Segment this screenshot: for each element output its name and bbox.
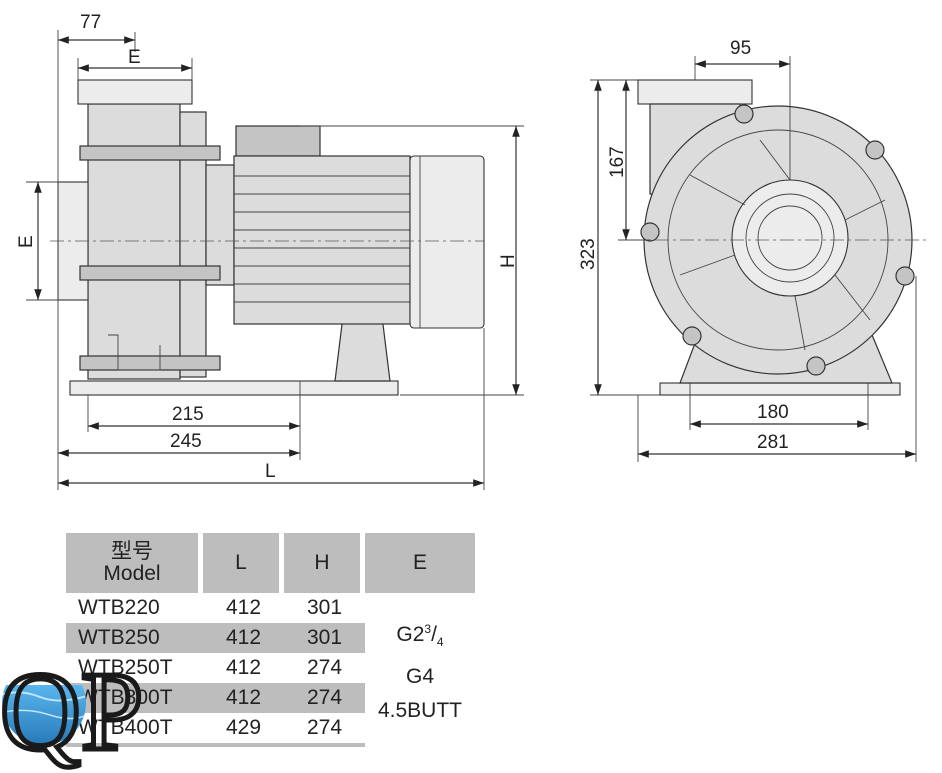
table-header-row: 型号 Model L H E [66, 533, 475, 593]
table-row: WTB250 412 301 [66, 623, 475, 653]
cooling-fins [234, 175, 410, 303]
table-row: WTB250T 412 274 [66, 653, 475, 683]
cell-H: 301 [284, 623, 365, 653]
header-model-en: Model [103, 562, 161, 585]
header-L: L [203, 533, 284, 593]
spec-table: 型号 Model L H E WTB220 412 301 G23/4 G4 4… [66, 533, 475, 747]
e-value-first: G23/4 [396, 622, 444, 650]
bolts [79, 145, 221, 371]
inlet-flange-top [77, 79, 193, 105]
cell-H: 301 [306, 596, 343, 619]
dim-L-label: L [265, 461, 276, 482]
cell-H: 274 [284, 713, 365, 747]
dim-245-label: 245 [170, 431, 202, 452]
header-model-cn: 型号 [111, 540, 153, 563]
dim-95-label: 95 [730, 38, 751, 59]
cell-L: 412 [203, 623, 284, 653]
cell-H: 274 [306, 656, 343, 679]
cell-model: WTB400T [66, 713, 203, 747]
cell-model: WTB220 [78, 596, 160, 619]
logo-text: QP [0, 655, 143, 773]
cell-model: WTB300T [66, 683, 203, 713]
dim-167-label: 167 [607, 146, 628, 178]
front-base-plate [659, 382, 901, 396]
dim-E-left-label: E [16, 235, 37, 248]
base-plate [69, 380, 399, 396]
cell-model: WTB250 [66, 623, 203, 653]
front-view: 95 167 323 180 281 [578, 38, 930, 462]
table-row: WTB300T 412 274 [66, 683, 475, 713]
cell-H: 274 [284, 683, 365, 713]
dim-77-label: 77 [80, 12, 101, 33]
front-outlet-flange [637, 79, 753, 105]
header-E: E [365, 533, 475, 593]
cell-L: 429 [203, 713, 284, 747]
dim-323-label: 323 [578, 238, 599, 270]
cell-L: 412 [225, 596, 262, 619]
dim-E-top-label: E [128, 47, 141, 68]
e-value-third: 4.5BUTT [377, 698, 463, 722]
table-row: WTB220 412 301 G23/4 G4 4.5BUTT [66, 593, 475, 722]
pump-housing [87, 103, 181, 380]
cell-L: 412 [225, 656, 262, 679]
suction-port-outer [731, 179, 849, 297]
cell-E-values: G23/4 G4 4.5BUTT [365, 593, 475, 747]
table-row: WTB400T 429 274 [66, 713, 475, 747]
cell-model: WTB250T [78, 656, 173, 679]
foot-bracket [108, 334, 161, 371]
side-view: 77 E E H 215 245 L [16, 12, 524, 490]
casing-ribs [679, 139, 886, 351]
casing-bolts [640, 104, 915, 376]
fan-cover [409, 155, 485, 329]
header-model: 型号 Model [66, 533, 203, 593]
dim-180-label: 180 [757, 402, 789, 423]
motor-body [233, 155, 411, 325]
adapter-ring [205, 164, 235, 286]
qp-logo: QP [0, 655, 146, 773]
cell-L: 412 [203, 683, 284, 713]
dim-281-label: 281 [757, 432, 789, 453]
dim-215-label: 215 [172, 404, 204, 425]
header-H: H [284, 533, 365, 593]
suction-port-mid [745, 193, 835, 283]
dim-H-label: H [498, 254, 519, 268]
suction-port-inner [757, 205, 823, 271]
e-value-second: G4 [405, 664, 434, 688]
motor-junction-box [235, 125, 321, 157]
